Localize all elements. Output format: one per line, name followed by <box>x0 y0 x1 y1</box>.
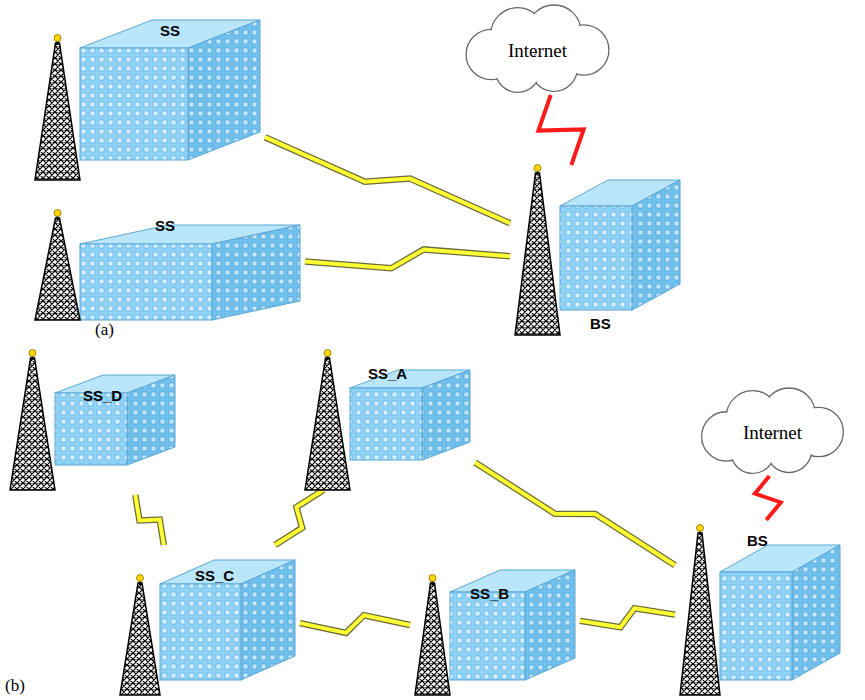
station-label: BS <box>747 532 768 549</box>
internet-cloud: Internet <box>690 388 855 476</box>
cloud-label: Internet <box>743 422 802 443</box>
tower-building-icon <box>5 345 180 495</box>
tower-building-icon <box>410 555 580 698</box>
station-label: SS <box>155 217 175 234</box>
station-building: SS <box>25 205 305 325</box>
station-building: SS_C <box>115 545 300 698</box>
station-building: SS_B <box>410 555 580 698</box>
backhaul-link <box>755 476 781 520</box>
station-building: BS <box>510 165 685 343</box>
wireless-link <box>305 249 510 268</box>
wireless-link <box>475 462 675 565</box>
station-building: BS <box>675 520 845 698</box>
station-label: SS_B <box>470 585 509 602</box>
wireless-link <box>300 615 410 633</box>
cloud-label: Internet <box>508 40 567 61</box>
station-building: SS <box>25 10 265 180</box>
station-label: SS <box>160 22 180 39</box>
station-building: SS_D <box>5 345 180 495</box>
station-label: SS_A <box>368 365 407 382</box>
tower-building-icon <box>25 10 265 180</box>
internet-cloud: Internet <box>455 5 620 95</box>
station-label: SS_D <box>83 387 122 404</box>
wireless-link <box>265 137 510 223</box>
wireless-link <box>135 495 164 545</box>
panel-label: (b) <box>5 676 25 696</box>
backhaul-link <box>538 95 583 165</box>
station-building: SS_A <box>300 345 475 490</box>
wireless-link <box>275 490 324 545</box>
wireless-link <box>580 608 675 627</box>
panel-label: (a) <box>95 320 114 340</box>
station-label: SS_C <box>195 567 234 584</box>
station-label: BS <box>590 315 611 332</box>
